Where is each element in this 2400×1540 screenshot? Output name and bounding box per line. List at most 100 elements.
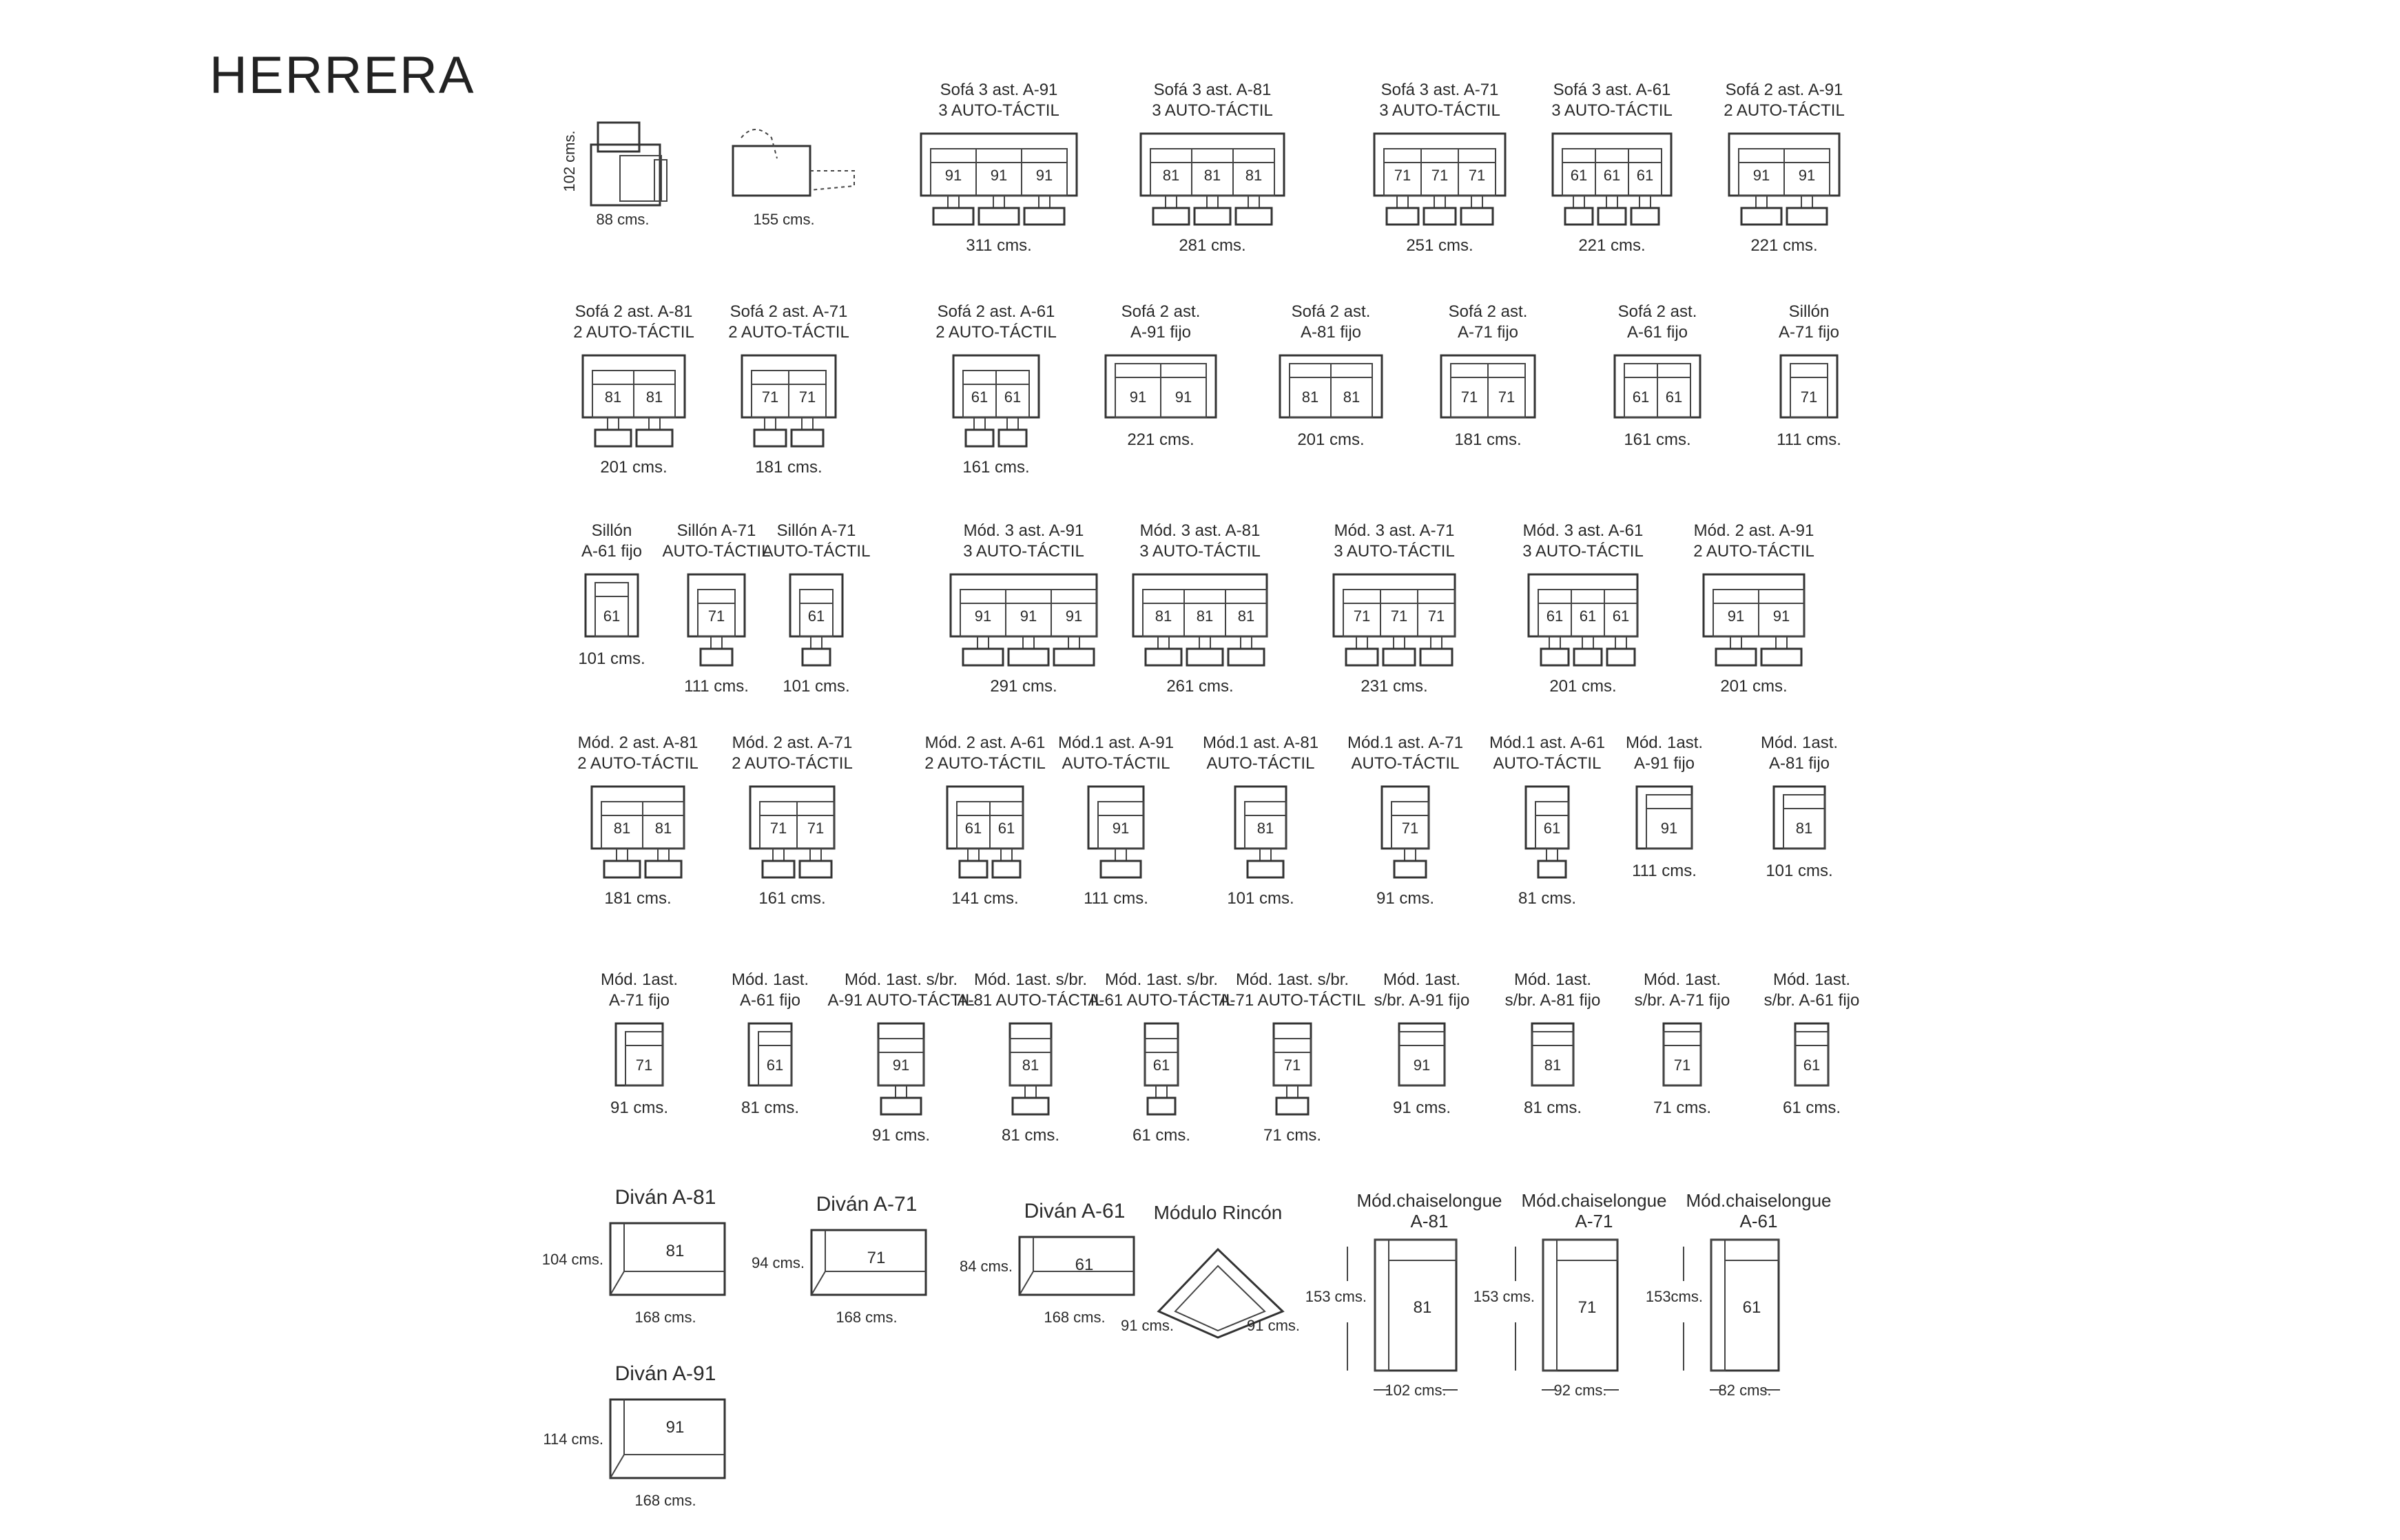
module-title: Mód. 1ast.: [1761, 733, 1838, 752]
module-outline: [1635, 785, 1693, 850]
footrest: [1715, 647, 1757, 667]
recliner-side-icon: [590, 121, 668, 207]
module-width-label: 91 cms.: [1393, 1099, 1451, 1117]
module-outline: [946, 785, 1024, 850]
chaise-depth-label: 153 cms.: [1305, 1288, 1367, 1305]
module-subtitle: AUTO-TÁCTIL: [763, 542, 871, 561]
seat-width-label: 81: [1022, 1057, 1039, 1074]
module-outline: [1702, 573, 1806, 638]
module-width-label: 141 cms.: [951, 889, 1018, 908]
module-subtitle: 3 AUTO-TÁCTIL: [1522, 542, 1644, 561]
module-back: [960, 589, 1097, 604]
module-outline: [1772, 785, 1826, 850]
module-subtitle: A-71 fijo: [609, 991, 670, 1010]
module-outline: [1380, 785, 1430, 850]
corner-seat: [1174, 1265, 1266, 1332]
seat-width-label: 81: [1197, 607, 1213, 625]
seat-cushion: [633, 370, 676, 418]
footrest: [1564, 207, 1594, 226]
footrest: [753, 428, 787, 448]
module-back: [594, 582, 629, 597]
seat-cushion: [799, 589, 834, 637]
module-back: [1009, 1038, 1052, 1053]
seat-width-label: 71: [1284, 1057, 1301, 1074]
module-width-label: 101 cms.: [783, 677, 849, 696]
seat-cushion: [1783, 794, 1825, 849]
module-title: Sofá 3 ast. A-91: [940, 81, 1058, 99]
corner-right-label: 91 cms.: [1247, 1317, 1300, 1334]
footrest: [991, 860, 1022, 879]
seat-width-label: 61: [971, 388, 988, 406]
seat-cushion: [1663, 1031, 1701, 1086]
seat-cushion: [594, 582, 629, 637]
module-back: [1142, 589, 1268, 604]
footrest: [1573, 647, 1603, 667]
seat-cushion: [758, 1031, 792, 1086]
divan-outline: [1018, 1236, 1135, 1296]
module-outline: [1524, 785, 1570, 850]
footrest: [1144, 647, 1183, 667]
seat-width-label: 71: [799, 388, 816, 406]
module-width-label: 311 cms.: [966, 236, 1032, 255]
seat-cushion: [1628, 148, 1662, 196]
divan-depth-label: 94 cms.: [752, 1254, 805, 1271]
seat-cushion: [1604, 589, 1638, 637]
footrest: [1227, 647, 1265, 667]
seat-width-label: 71: [1469, 167, 1485, 184]
seat-cushion: [1097, 801, 1144, 849]
module-back: [1244, 801, 1287, 816]
seat-width-label: 81: [1257, 820, 1274, 837]
module-title: Mód. 1ast.: [732, 970, 809, 989]
divan-depth-label: 104 cms.: [542, 1251, 603, 1268]
module-subtitle: 2 AUTO-TÁCTIL: [577, 754, 699, 773]
module-width-label: 161 cms.: [962, 458, 1029, 477]
seat-cushion: [796, 801, 835, 849]
module-subtitle: 2 AUTO-TÁCTIL: [1724, 101, 1845, 120]
seat-width-label: 71: [1391, 607, 1407, 625]
module-subtitle: A-71 fijo: [1779, 323, 1839, 342]
chaise-back: [1724, 1239, 1779, 1261]
seat-width-label: 81: [614, 820, 630, 837]
seat-width-label: 61: [1544, 820, 1560, 837]
seat-width-label: 61: [1580, 607, 1596, 625]
seat-width-label: 91: [1130, 388, 1146, 406]
module-width-label: 291 cms.: [990, 677, 1057, 696]
footrest: [962, 647, 1004, 667]
seat-width-label: 81: [655, 820, 672, 837]
module-width-label: 281 cms.: [1179, 236, 1245, 255]
module-subtitle: A-61 fijo: [1627, 323, 1688, 342]
seat-cushion: [1790, 363, 1828, 418]
seat-width-label: 71: [1674, 1057, 1690, 1074]
footrest: [958, 860, 989, 879]
chaise-title: Mód.chaiselongue: [1521, 1190, 1666, 1211]
module-outline: [877, 1022, 925, 1087]
module-outline: [1662, 1022, 1702, 1087]
seat-width-label: 91: [945, 167, 962, 184]
module-title: Mód. 1ast. s/br.: [1105, 970, 1218, 989]
module-title: Mód. 3 ast. A-71: [1334, 521, 1455, 540]
seat-cushion: [1244, 801, 1287, 849]
seat-width-label: 61: [1075, 1256, 1094, 1274]
chaise-subtitle: A-81: [1411, 1211, 1449, 1231]
seat-cushion: [1531, 1031, 1574, 1086]
module-title: Sillón: [1789, 302, 1830, 321]
recliner-back: [597, 121, 641, 153]
module-subtitle: s/br. A-71 fijo: [1635, 991, 1730, 1010]
module-back: [799, 589, 834, 604]
module-width-label: 81 cms.: [1002, 1126, 1059, 1145]
